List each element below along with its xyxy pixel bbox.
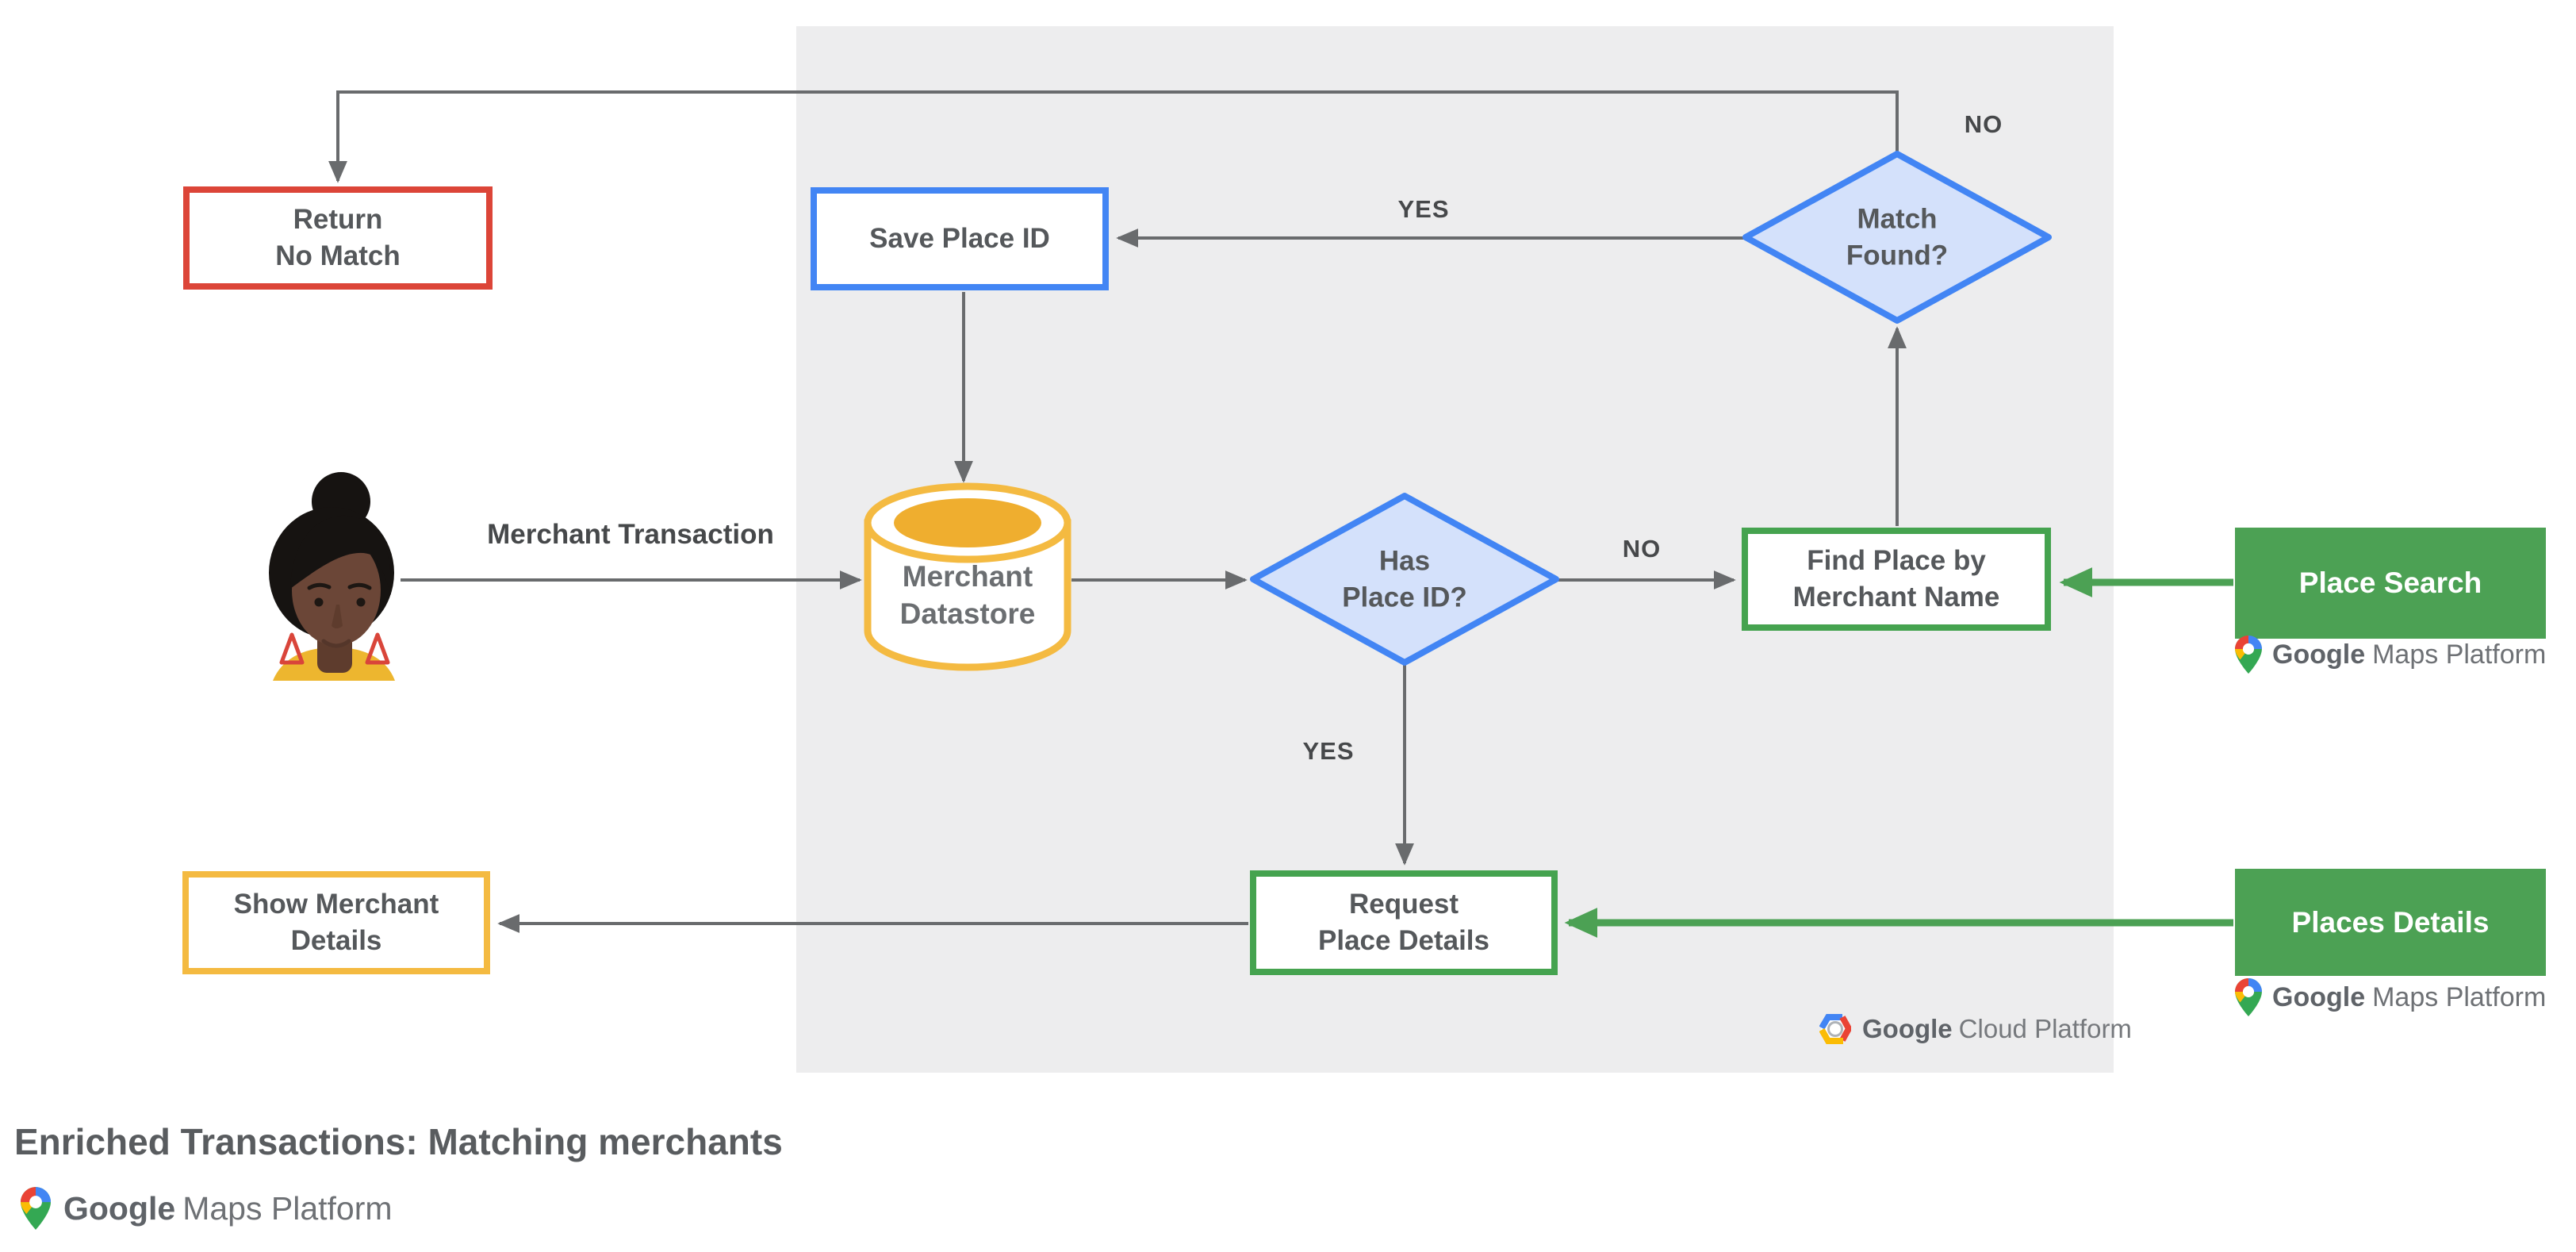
node-label: Details xyxy=(290,925,382,956)
node-label: Merchant Name xyxy=(1792,582,2000,613)
node-label: No Match xyxy=(275,240,401,271)
merchant-datastore-cylinder xyxy=(864,482,1071,671)
google-maps-pin-icon xyxy=(2235,636,2262,674)
match-found-label: Match Found? xyxy=(1846,203,1949,271)
avatar-earring-left xyxy=(279,632,305,665)
arrow-match-no-to-return xyxy=(328,90,1899,183)
google-cloud-hexagon-icon xyxy=(1819,1014,1851,1044)
has-place-id-label: Has Place ID? xyxy=(1342,545,1467,613)
merchant-datastore-label: Merchant Datastore xyxy=(899,560,1036,631)
node-label: Return xyxy=(293,203,383,235)
api-box-places-details: Places Details xyxy=(2235,869,2546,976)
node-label: Place Details xyxy=(1318,925,1489,956)
node-find-place-by-merchant-name: Find Place by Merchant Name xyxy=(1742,528,2051,631)
match-found-diamond xyxy=(1742,151,2052,324)
node-return-no-match: Return No Match xyxy=(183,186,493,290)
avatar-earring-right xyxy=(365,632,390,665)
merchant-transaction-label: Merchant Transaction xyxy=(487,519,774,550)
node-label: Save Place ID xyxy=(869,222,1050,254)
api-label: Place Search xyxy=(2298,566,2482,599)
node-request-place-details: Request Place Details xyxy=(1250,870,1558,975)
google-maps-pin-icon xyxy=(2235,978,2262,1016)
has-place-id-diamond xyxy=(1250,493,1559,666)
node-show-merchant-details: Show Merchant Details xyxy=(182,871,490,974)
edge-label-match-no: NO xyxy=(1964,110,2003,138)
node-label: Find Place by xyxy=(1807,544,1986,576)
edge-label-match-yes: YES xyxy=(1397,195,1450,223)
google-maps-pin-icon xyxy=(21,1187,51,1230)
node-label: Show Merchant xyxy=(233,888,439,920)
edge-label-hasid-yes: YES xyxy=(1302,737,1355,765)
merchant-user-avatar xyxy=(269,472,395,681)
node-label: Request xyxy=(1348,888,1459,920)
edge-label-hasid-no: NO xyxy=(1622,535,1662,563)
avatar-hair-sweep xyxy=(290,515,391,595)
node-save-place-id: Save Place ID xyxy=(811,187,1109,290)
api-box-place-search: Place Search xyxy=(2235,528,2546,639)
diagram-title: Enriched Transactions: Matching merchant… xyxy=(14,1121,783,1162)
api-label: Places Details xyxy=(2291,905,2490,939)
